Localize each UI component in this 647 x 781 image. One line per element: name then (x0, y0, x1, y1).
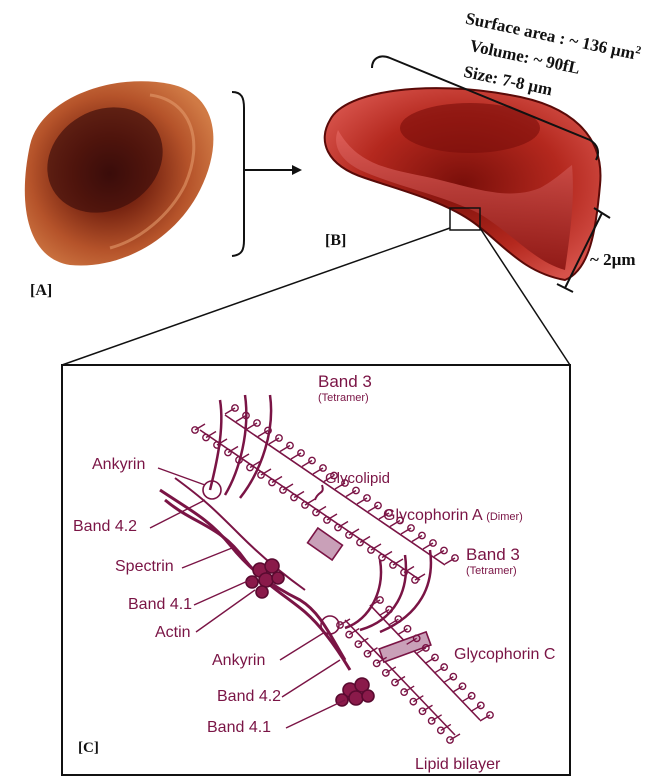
label-glycophorin-c: Glycophorin C (454, 646, 555, 664)
label-band42-bottom: Band 4.2 (217, 688, 281, 706)
label-lipid-bilayer: Lipid bilayer (415, 756, 500, 774)
label-band41-top: Band 4.1 (128, 596, 192, 614)
label-spectrin: Spectrin (115, 558, 174, 576)
label-band3-top-sub: (Tetramer) (318, 392, 369, 404)
label-ankyrin-bottom: Ankyrin (212, 652, 265, 670)
label-band42-top: Band 4.2 (73, 518, 137, 536)
label-glycophorin-a: Glycophorin A (Dimer) (383, 507, 523, 525)
bracket-arrow (232, 92, 302, 256)
rbc-cross-section (325, 88, 601, 280)
label-band3-mid: Band 3 (466, 545, 520, 565)
panel-b-label: [B] (325, 232, 346, 250)
label-actin: Actin (155, 624, 191, 642)
rbc-3d-image (25, 81, 214, 265)
thickness-text: ~ 2µm (590, 250, 636, 270)
panel-c-label: [C] (78, 740, 99, 757)
panel-a-label: [A] (30, 282, 52, 300)
label-ankyrin-top: Ankyrin (92, 456, 145, 474)
label-band3-top: Band 3 (318, 372, 372, 392)
glycophorin-a-sub: (Dimer) (486, 511, 523, 523)
glycophorin-a-name: Glycophorin A (383, 507, 482, 524)
label-glycolipid: Glycolipid (325, 470, 390, 487)
label-band3-mid-sub: (Tetramer) (466, 565, 517, 577)
label-band41-bottom: Band 4.1 (207, 719, 271, 737)
